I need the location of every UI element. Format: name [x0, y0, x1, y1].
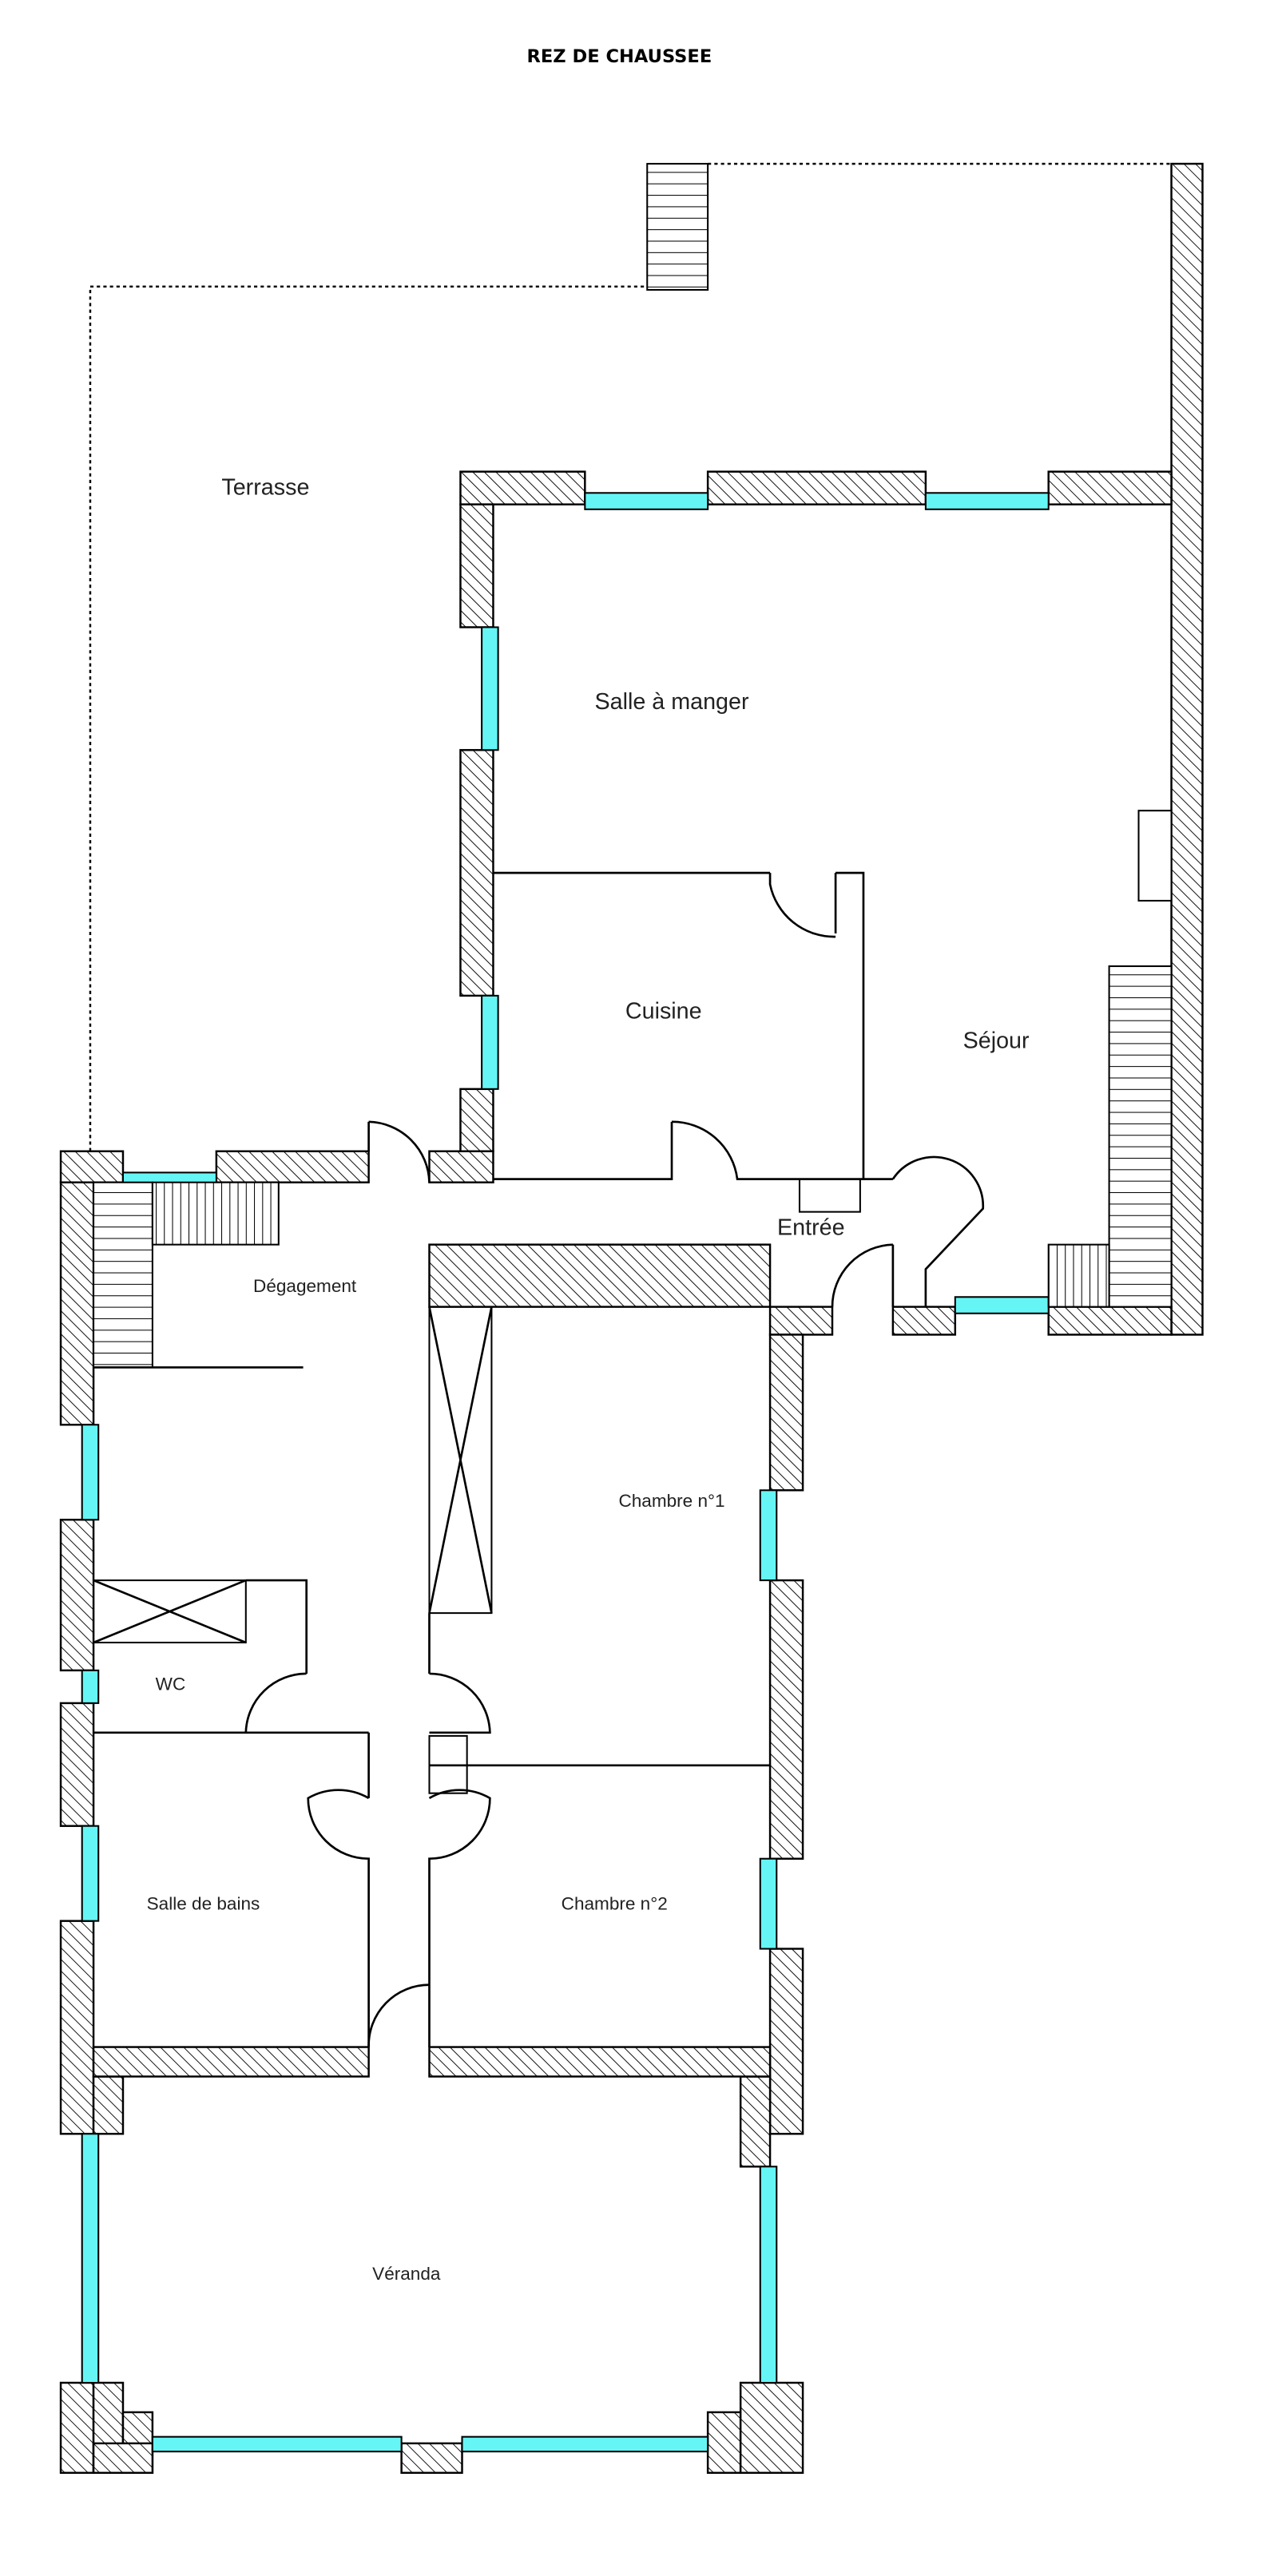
windows: [81, 492, 1050, 2453]
interior: [93, 810, 1173, 2047]
room-label-entree: Entrée: [777, 1215, 845, 1240]
room-label-terrasse: Terrasse: [221, 474, 309, 500]
room-label-chambre-1: Chambre n°1: [618, 1491, 724, 1511]
room-label-cuisine: Cuisine: [625, 999, 702, 1024]
plan-title: REZ DE CHAUSSEE: [527, 46, 712, 67]
room-label-degagement: Dégagement: [253, 1276, 357, 1296]
walls: [59, 162, 1204, 2475]
room-label-chambre-2: Chambre n°2: [562, 1893, 668, 1913]
exterior-stair: [646, 163, 709, 291]
terrace-outline: [89, 162, 1172, 1151]
room-label-salle-de-bains: Salle de bains: [147, 1893, 260, 1913]
room-label-sejour: Séjour: [963, 1028, 1030, 1054]
room-label-salle-a-manger: Salle à manger: [594, 689, 749, 715]
room-label-veranda: Véranda: [372, 2264, 441, 2284]
room-label-wc: WC: [156, 1674, 186, 1694]
